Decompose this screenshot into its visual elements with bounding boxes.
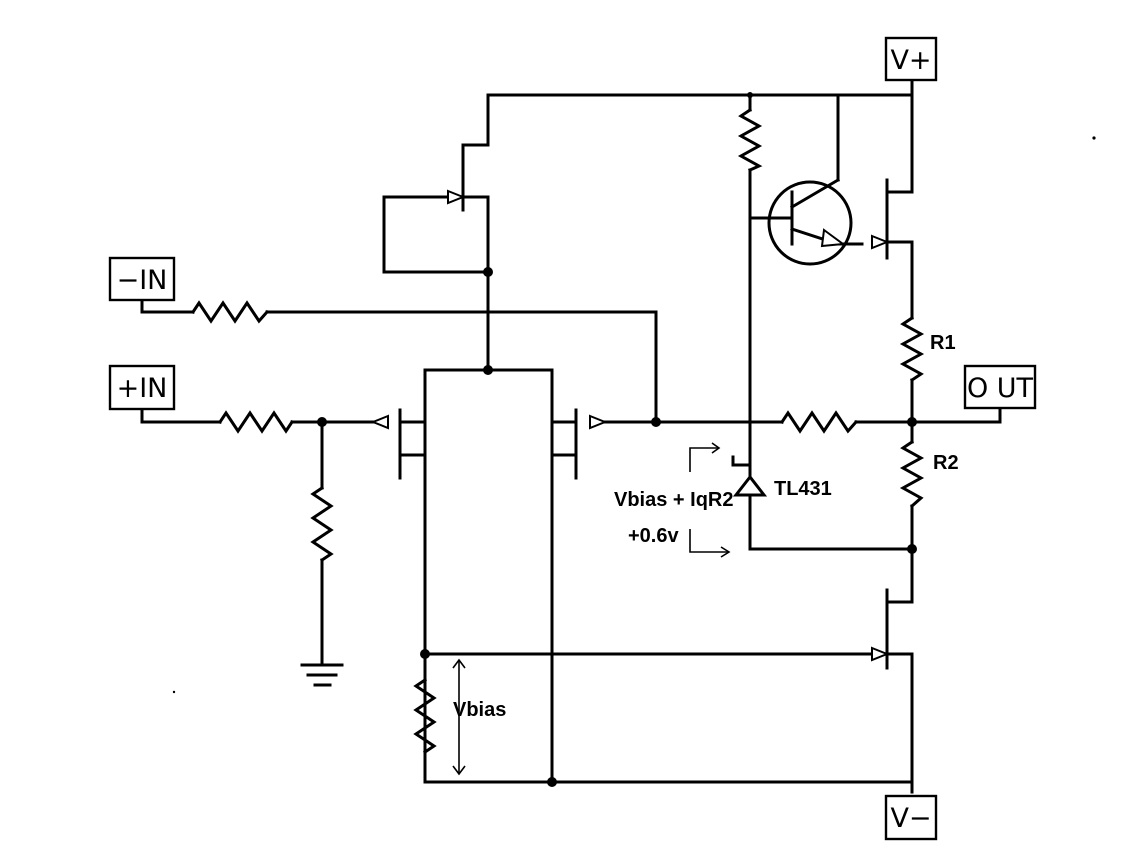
terminal-plus-in: +IN xyxy=(108,364,176,411)
differential-pair xyxy=(370,368,608,784)
sink-stage xyxy=(413,588,914,794)
output-divider xyxy=(748,315,925,604)
terminal-vplus: V+ xyxy=(884,36,938,82)
speck xyxy=(1092,136,1096,140)
bias-annotation-arrows xyxy=(452,442,731,776)
junction-dots xyxy=(317,92,917,787)
terminal-vminus: V− xyxy=(884,794,938,841)
r2-label: R2 xyxy=(933,452,959,474)
terminal-out: O UT xyxy=(963,364,1037,410)
top-rail xyxy=(486,78,914,97)
speck xyxy=(172,690,176,694)
terminal-plus-in-label: +IN xyxy=(117,373,168,404)
terminal-out-label: O UT xyxy=(967,373,1034,404)
terminal-vplus-label: V+ xyxy=(890,45,931,76)
vbias-label: Vbias xyxy=(453,699,506,721)
terminal-minus-in: −IN xyxy=(108,256,176,302)
terminal-vminus-label: V− xyxy=(890,803,931,834)
feedback-network xyxy=(603,406,1002,434)
bias-transistor xyxy=(382,93,490,372)
vbias-note-line1: Vbias + IqR2 xyxy=(614,489,734,511)
minus-in-network xyxy=(140,298,658,424)
vbias-note-line2: +0.6v xyxy=(628,525,679,547)
tl431-symbol xyxy=(731,455,768,497)
r1-label: R1 xyxy=(930,332,956,354)
tl431-label: TL431 xyxy=(774,478,832,500)
terminal-minus-in-label: −IN xyxy=(117,265,168,296)
output-stage xyxy=(737,93,914,464)
plus-in-network xyxy=(140,408,375,687)
